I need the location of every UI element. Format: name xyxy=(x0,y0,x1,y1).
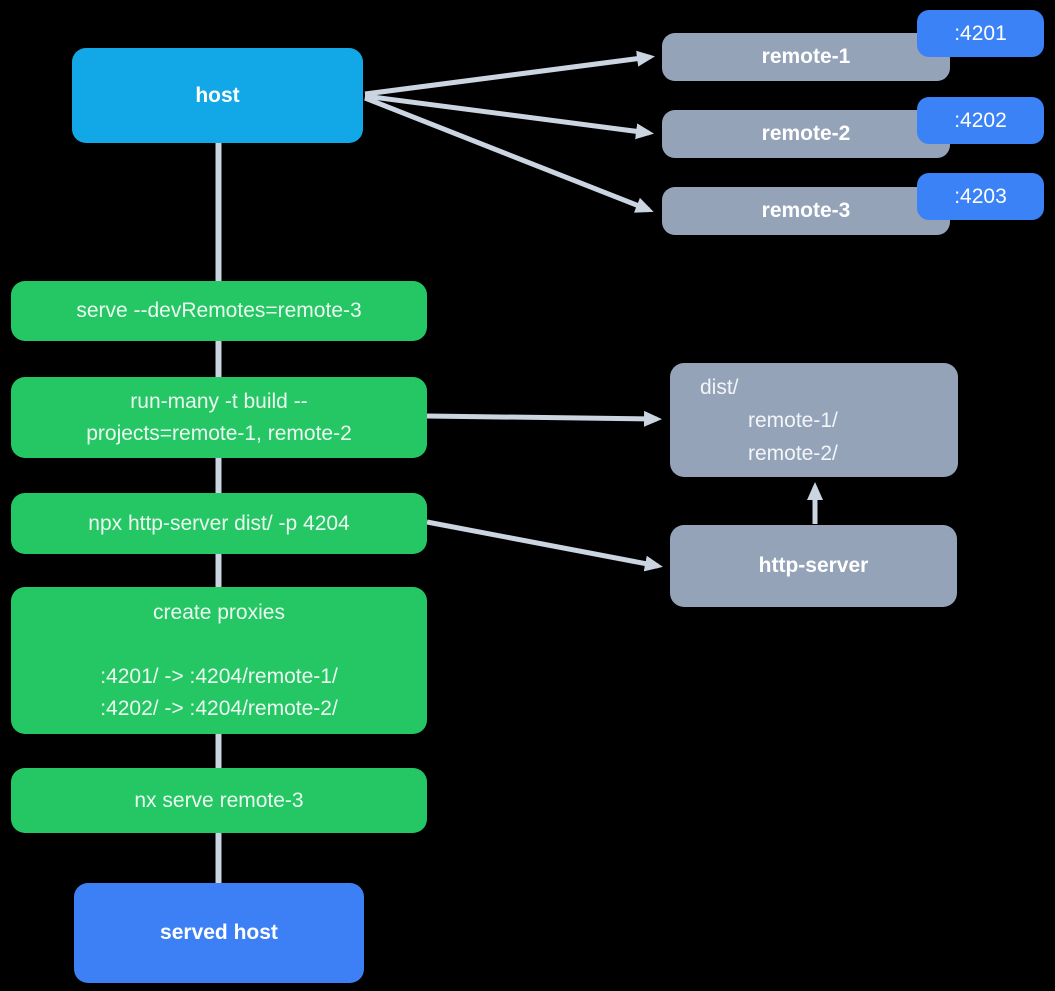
remote-1-label: remote-1 xyxy=(761,45,851,68)
arrow-host-to-remote-2 xyxy=(364,93,654,140)
dist-folder-remote-2: remote-2/ xyxy=(748,441,838,465)
port-badge-4202: :4202 xyxy=(917,97,1044,144)
port-badge-4203-label: :4203 xyxy=(954,184,1007,208)
step-create-proxies-box: create proxies :4201/ -> :4204/remote-1/… xyxy=(11,587,427,734)
served-host-node: served host xyxy=(74,883,364,983)
arrow-run-many-to-remote-3 xyxy=(364,95,654,213)
arrow-build-to-dist xyxy=(426,410,662,427)
remote-3-label: remote-3 xyxy=(761,199,851,222)
port-badge-4202-label: :4202 xyxy=(954,108,1007,132)
proxy-mapping-4202: :4202/ -> :4204/remote-2/ xyxy=(100,696,338,720)
arrow-host-to-remote-1 xyxy=(364,50,655,97)
remote-2-label: remote-2 xyxy=(761,122,851,145)
step-nx-serve-remote-3-label: nx serve remote-3 xyxy=(134,788,304,812)
arrow-npx-to-http-server xyxy=(426,519,663,572)
step-npx-http-server-label: npx http-server dist/ -p 4204 xyxy=(88,511,350,535)
remote-3-node: remote-3 xyxy=(662,187,950,235)
remote-1-node: remote-1 xyxy=(662,33,950,81)
create-proxies-title: create proxies xyxy=(153,600,285,624)
dist-folder-remote-1: remote-1/ xyxy=(748,408,838,432)
served-host-label: served host xyxy=(160,921,278,944)
port-badge-4201: :4201 xyxy=(917,10,1044,57)
step-npx-http-server-box: npx http-server dist/ -p 4204 xyxy=(11,493,427,554)
host-node: host xyxy=(72,48,363,143)
dist-folder-root: dist/ xyxy=(700,375,739,399)
port-badge-4201-label: :4201 xyxy=(954,21,1007,45)
step-serve-dev-remotes-label: serve --devRemotes=remote-3 xyxy=(76,299,362,322)
host-label: host xyxy=(195,83,240,107)
port-badge-4203: :4203 xyxy=(917,173,1044,220)
step-run-many-build-box: run-many -t build -- projects=remote-1, … xyxy=(11,377,427,458)
step-serve-dev-remotes-box: serve --devRemotes=remote-3 xyxy=(11,281,427,341)
dist-folder-node: dist/ remote-1/ remote-2/ xyxy=(670,363,958,477)
http-server-node: http-server xyxy=(670,525,957,607)
http-server-label: http-server xyxy=(758,554,869,577)
step-run-many-line-1: run-many -t build -- xyxy=(130,389,308,413)
proxy-mapping-4201: :4201/ -> :4204/remote-1/ xyxy=(100,664,338,688)
step-nx-serve-remote-3-box: nx serve remote-3 xyxy=(11,768,427,833)
remote-2-node: remote-2 xyxy=(662,110,950,158)
step-run-many-line-2: projects=remote-1, remote-2 xyxy=(86,421,352,445)
